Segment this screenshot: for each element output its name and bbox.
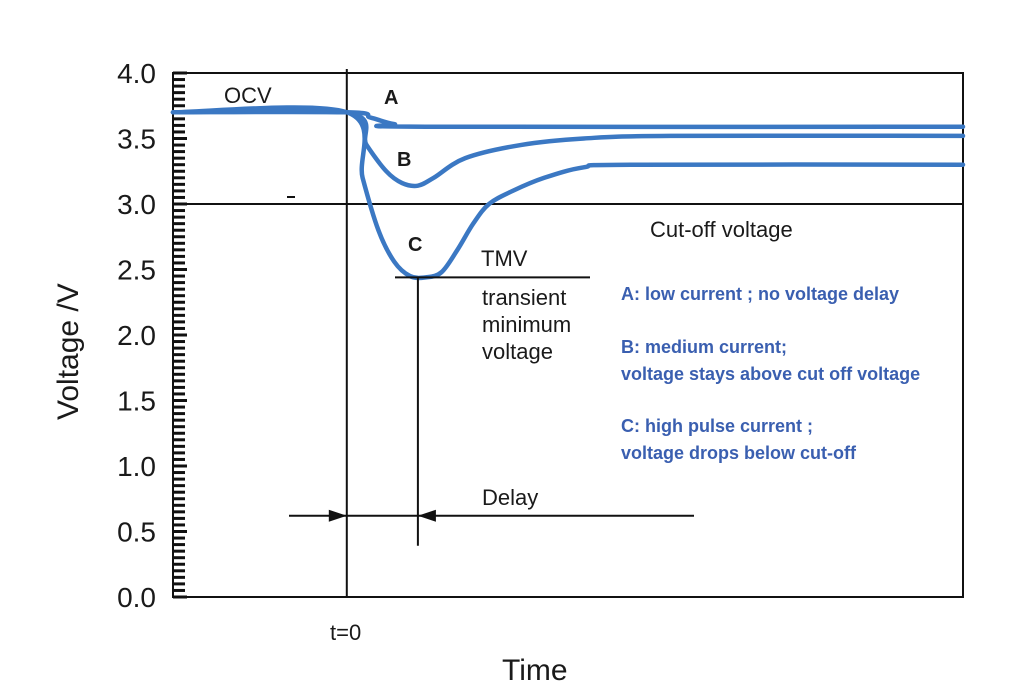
note-a: A: low current ; no voltage delay <box>621 284 899 304</box>
series-label-b: B <box>397 149 411 171</box>
note-c-line-1: C: high pulse current ; <box>621 416 813 436</box>
delay-arrow-left <box>328 509 347 522</box>
note-b-line-1: B: medium current; <box>621 337 787 357</box>
y-axis-label: Voltage /V <box>52 283 85 420</box>
series-label-a: A <box>384 87 398 109</box>
y-tick-label: 3.5 <box>117 124 156 155</box>
note-b-line-2: voltage stays above cut off voltage <box>621 364 920 384</box>
y-axis-tick-labels: 0.0 0.5 1.0 1.5 2.0 2.5 3.0 3.5 4.0 <box>117 58 156 613</box>
x-axis-label: Time <box>502 654 568 687</box>
cutoff-voltage-label: Cut-off voltage <box>650 217 793 242</box>
y-tick-label: 1.5 <box>117 386 156 417</box>
delay-arrow-right <box>417 509 436 522</box>
series-group <box>170 105 966 281</box>
series-label-c: C <box>408 234 422 256</box>
tmv-label: TMV <box>481 246 528 271</box>
tmv-description-line-1: transient <box>482 285 566 310</box>
y-tick-label: 2.0 <box>117 320 156 351</box>
y-tick-label: 1.0 <box>117 451 156 482</box>
series-line-a <box>170 109 966 130</box>
y-tick-label: 2.5 <box>117 255 156 286</box>
tmv-description-line-2: minimum <box>482 312 571 337</box>
delay-label: Delay <box>482 485 538 510</box>
y-tick-label: 3.0 <box>117 189 156 220</box>
y-tick-label: 0.0 <box>117 582 156 613</box>
series-line-b <box>170 107 966 189</box>
x-tick-label-t0: t=0 <box>330 620 361 645</box>
tmv-description-line-3: voltage <box>482 339 553 364</box>
y-axis-ticks <box>173 71 187 599</box>
y-tick-label: 4.0 <box>117 58 156 89</box>
y-tick-label: 0.5 <box>117 517 156 548</box>
note-c-line-2: voltage drops below cut-off <box>621 443 857 463</box>
ocv-label: OCV <box>224 83 272 108</box>
series-line-c <box>170 105 966 281</box>
